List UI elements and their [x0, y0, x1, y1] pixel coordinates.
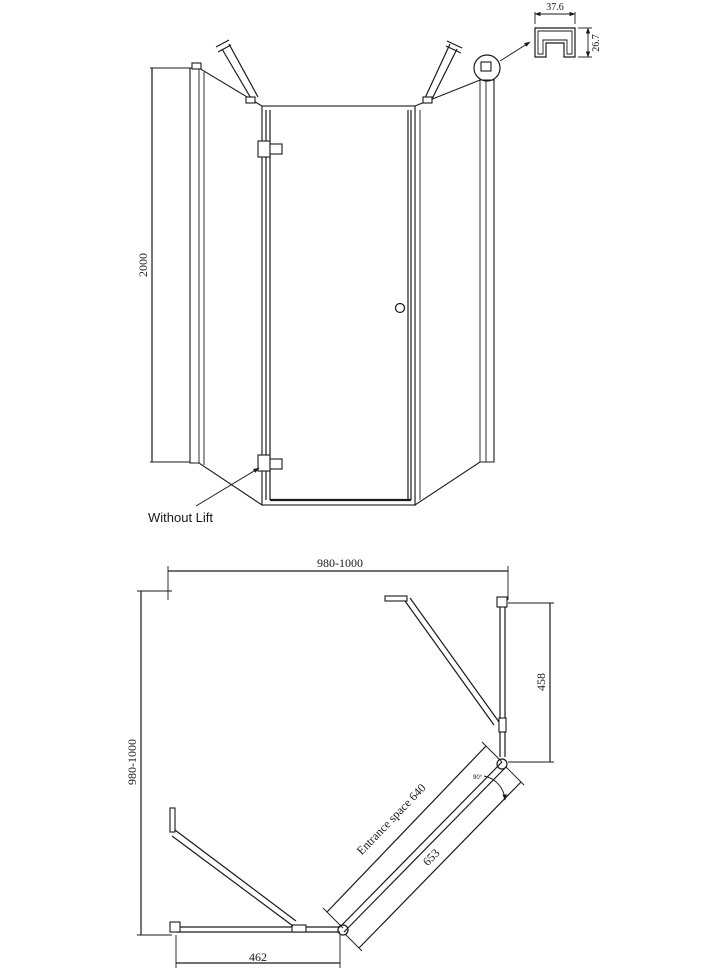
lower-hinge — [257, 454, 283, 472]
right-fixed-panel — [414, 79, 495, 507]
entrance-label: Entrance space 640 — [354, 781, 429, 858]
door-panel — [261, 105, 416, 506]
diagonal-dimension: 653 — [344, 766, 525, 952]
width-dimension: 980-1000 — [167, 556, 509, 600]
bottom-panel-label: 462 — [249, 950, 267, 964]
angle-indicator: 90° — [473, 775, 507, 801]
left-fixed-panel — [189, 67, 263, 507]
plan-upper-stabilizer-bar — [384, 595, 500, 726]
profile-width-label: 37.6 — [546, 2, 564, 13]
door-knob — [394, 302, 406, 314]
plan-view: 980-1000 980-1000 458 — [125, 556, 554, 968]
profile-depth-label: 26.7 — [591, 34, 602, 52]
plan-door — [337, 758, 508, 936]
upper-hinge — [257, 140, 283, 158]
width-label: 980-1000 — [317, 556, 363, 570]
height-label: 2000 — [136, 253, 150, 277]
hinge-callout: Without Lift — [148, 467, 260, 525]
entrance-dimension: Entrance space 640 — [322, 741, 503, 929]
right-stabilizer-bar — [422, 40, 463, 104]
angle-label: 90° — [473, 775, 483, 781]
depth-dimension: 980-1000 — [125, 590, 172, 936]
right-panel-label: 458 — [534, 673, 548, 691]
height-dimension: 2000 — [136, 67, 196, 463]
right-wall-panel — [496, 596, 508, 757]
left-stabilizer-bar — [191, 39, 259, 104]
bottom-wall-panel — [169, 921, 340, 933]
depth-label: 980-1000 — [125, 739, 139, 785]
plan-lower-stabilizer-bar — [169, 807, 297, 927]
front-elevation: 2000 — [136, 2, 602, 525]
profile-detail: 37.6 26.7 — [473, 2, 602, 82]
bottom-panel-dimension: 462 — [175, 935, 341, 968]
right-panel-dimension: 458 — [508, 602, 554, 763]
hinge-callout-label: Without Lift — [148, 510, 213, 525]
